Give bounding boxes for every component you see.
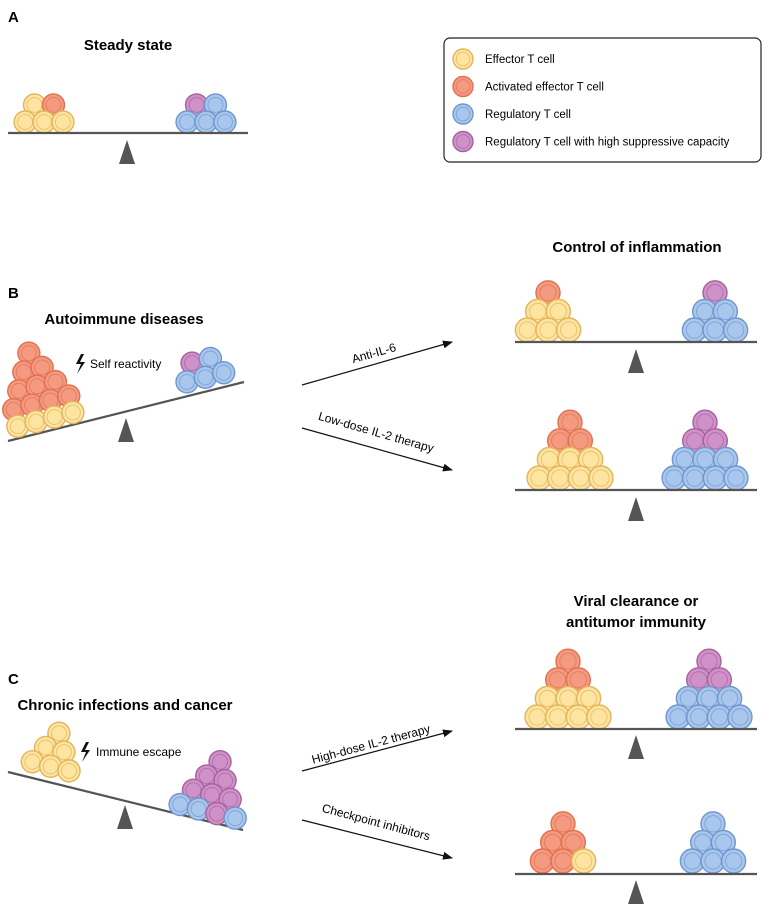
effector-t-cell xyxy=(51,110,75,134)
scale-low-dose-il2-outcome xyxy=(515,409,757,521)
fulcrum-triangle xyxy=(628,880,644,904)
cell-cluster xyxy=(529,811,597,874)
high-suppressive-treg-cell xyxy=(706,667,733,693)
high-suppressive-treg-cell xyxy=(692,409,718,435)
legend-label: Effector T cell xyxy=(485,54,555,66)
arrow-low-dose-il2: Low-dose IL-2 therapy xyxy=(301,409,453,472)
legend-label: Regulatory T cell xyxy=(485,109,571,121)
panel-letter-c: C xyxy=(8,671,19,688)
regulatory-t-cell xyxy=(211,361,236,385)
activated-effector-t-cell xyxy=(550,811,576,837)
regulatory-t-cell xyxy=(193,365,218,390)
effector-t-cell xyxy=(61,400,85,425)
legend-label: Activated effector T cell xyxy=(485,82,604,94)
fulcrum-triangle xyxy=(117,805,133,829)
lightning-icon xyxy=(76,354,85,374)
immune-escape-label: Immune escape xyxy=(96,745,182,759)
high-suppressive-treg-cell xyxy=(702,280,728,306)
arrow-high-dose-il2: High-dose IL-2 therapy xyxy=(301,722,453,772)
panel-b-title: Autoimmune diseases xyxy=(44,311,203,328)
effector-t-cell xyxy=(452,48,474,70)
regulatory-t-cell xyxy=(213,110,237,134)
viral-clearance-title-line2: antitumor immunity xyxy=(566,614,707,631)
cell-cluster xyxy=(175,93,237,134)
regulatory-t-cell xyxy=(716,685,743,712)
effector-t-cell xyxy=(586,704,612,730)
panel-letter-b: B xyxy=(8,285,19,302)
panel-a-title: Steady state xyxy=(84,37,172,54)
cell-cluster xyxy=(175,346,236,394)
control-of-inflammation-title: Control of inflammation xyxy=(552,239,721,256)
high-dose-il2-label: High-dose IL-2 therapy xyxy=(310,722,432,767)
regulatory-t-cell xyxy=(723,465,749,491)
balance-beam xyxy=(7,380,245,443)
lightning-icon xyxy=(81,742,90,762)
cell-cluster xyxy=(13,93,75,134)
cell-cluster xyxy=(665,648,753,730)
regulatory-t-cell xyxy=(722,317,749,343)
high-suppressive-treg-cell xyxy=(213,768,237,793)
viral-clearance-title-line1: Viral clearance or xyxy=(574,593,699,610)
arrow-anti-il6: Anti-IL-6 xyxy=(301,340,453,386)
scale-steady-state xyxy=(8,93,248,164)
regulatory-t-cell xyxy=(198,346,223,371)
effector-t-cell xyxy=(52,740,76,764)
legend-box xyxy=(443,37,762,163)
cell-cluster xyxy=(526,409,614,491)
regulatory-t-cell xyxy=(223,806,247,830)
effector-t-cell xyxy=(588,465,614,491)
cell-cluster xyxy=(679,811,747,874)
fulcrum-triangle xyxy=(118,418,134,442)
self-reactivity-label: Self reactivity xyxy=(90,357,161,371)
anti-il6-label: Anti-IL-6 xyxy=(350,340,398,366)
high-suppressive-treg-cell xyxy=(452,130,474,153)
activated-effector-t-cell xyxy=(43,369,68,394)
activated-effector-t-cell xyxy=(557,409,583,435)
activated-effector-t-cell xyxy=(539,829,566,856)
regulatory-t-cell xyxy=(720,848,747,874)
panel-letter-a: A xyxy=(8,9,19,26)
checkpoint-inhibitors-label: Checkpoint inhibitors xyxy=(320,801,431,843)
legend-label: Regulatory T cell with high suppressive … xyxy=(485,137,730,149)
immune-escape-annotation: Immune escape xyxy=(81,742,182,762)
cell-cluster xyxy=(524,648,612,730)
effector-t-cell xyxy=(24,409,48,434)
cell-cluster xyxy=(661,409,749,491)
scale-high-dose-il2-outcome xyxy=(515,648,757,759)
scale-anti-il6-outcome xyxy=(514,280,757,373)
regulatory-t-cell xyxy=(194,110,218,134)
cell-cluster xyxy=(1,341,85,438)
scale-chronic-infections xyxy=(7,721,247,832)
activated-effector-t-cell xyxy=(41,93,66,117)
regulatory-t-cell xyxy=(452,103,474,125)
cell-cluster xyxy=(514,280,582,343)
scale-checkpoint-inhibitors-outcome xyxy=(515,811,757,904)
scale-autoimmune xyxy=(1,341,245,443)
fulcrum-triangle xyxy=(628,497,644,521)
self-reactivity-annotation: Self reactivity xyxy=(76,354,161,374)
fulcrum-triangle xyxy=(628,735,644,759)
cell-cluster xyxy=(20,721,81,783)
cell-cluster xyxy=(168,749,247,830)
regulatory-t-cell xyxy=(710,829,737,856)
balance-beam xyxy=(7,770,244,832)
arrow-checkpoint-inhibitors: Checkpoint inhibitors xyxy=(301,801,453,860)
effector-t-cell xyxy=(570,848,597,874)
effector-t-cell xyxy=(577,446,604,473)
effector-t-cell xyxy=(555,317,582,343)
effector-t-cell xyxy=(57,759,81,783)
panel-c-title: Chronic infections and cancer xyxy=(17,697,232,714)
regulatory-t-cell xyxy=(712,446,739,473)
activated-effector-t-cell xyxy=(565,667,592,693)
fulcrum-triangle xyxy=(628,349,644,373)
activated-effector-t-cell xyxy=(452,75,474,98)
fulcrum-triangle xyxy=(119,140,135,164)
cell-cluster xyxy=(681,280,749,343)
regulatory-t-cell xyxy=(727,704,753,730)
